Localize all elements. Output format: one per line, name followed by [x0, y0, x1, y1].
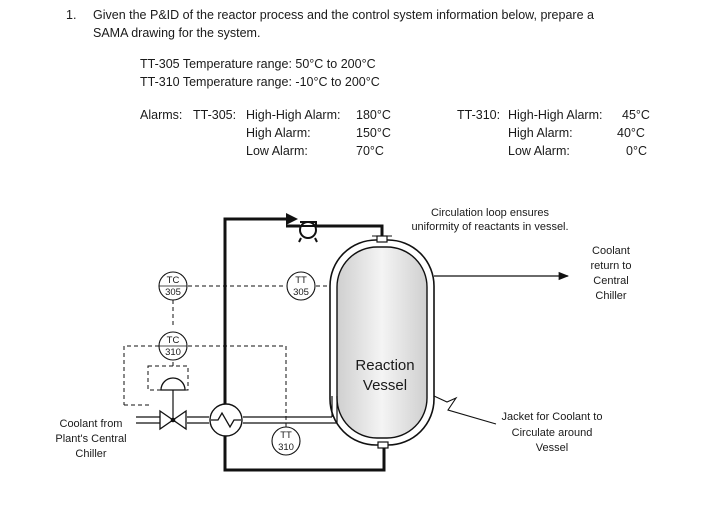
tt305-hh-value: 180°C	[356, 108, 391, 122]
heat-exchanger-icon	[209, 403, 243, 437]
jacket-pointer	[433, 395, 497, 425]
tt310-l-value: 0°C	[626, 144, 647, 158]
jacket-note-line1: Jacket for Coolant to	[502, 411, 603, 423]
tc-305-bubble: TC 305	[158, 271, 188, 301]
tt305-l-value: 70°C	[356, 144, 384, 158]
jacket-note-line2: Circulate around	[512, 427, 593, 439]
coolant-return-line3: Central	[593, 275, 628, 287]
tt-305-bubble: TT 305	[286, 271, 316, 301]
reaction-vessel	[329, 235, 435, 449]
svg-text:310: 310	[278, 442, 294, 453]
problem-statement-line2: SAMA drawing for the system.	[93, 26, 261, 40]
coolant-from-line2: Plant's Central	[55, 433, 126, 445]
control-valve-icon	[159, 377, 187, 431]
svg-text:310: 310	[165, 347, 181, 358]
tt305-l-label: Low Alarm:	[246, 144, 308, 158]
svg-text:TT: TT	[295, 275, 307, 286]
alarms-prefix: Alarms:	[140, 108, 183, 122]
coolant-from-line1: Coolant from	[60, 418, 123, 430]
svg-text:TT: TT	[280, 430, 292, 441]
tt305-hh-label: High-High Alarm:	[246, 108, 341, 122]
jacket-note-line3: Vessel	[536, 442, 568, 454]
svg-text:305: 305	[293, 287, 309, 298]
circulation-flow-arrow	[286, 213, 298, 225]
actuator-signal-box	[147, 362, 189, 391]
tt305-range: TT-305 Temperature range: 50°C to 200°C	[140, 57, 376, 71]
pump-icon	[298, 221, 318, 243]
coolant-from-line3: Chiller	[75, 448, 107, 460]
coolant-return-line1: Coolant	[592, 245, 630, 257]
tt310-hh-label: High-High Alarm:	[508, 108, 603, 122]
tt305-h-label: High Alarm:	[246, 126, 311, 140]
tt310-alarm-tag: TT-310:	[457, 108, 501, 122]
coolant-supply-line	[136, 396, 338, 424]
tt-310-bubble: TT 310	[271, 426, 301, 456]
vessel-label-line2: Vessel	[363, 377, 407, 394]
svg-text:TC: TC	[167, 335, 180, 346]
tt305-alarm-tag: TT-305:	[193, 108, 237, 122]
tt310-l-label: Low Alarm:	[508, 144, 570, 158]
coolant-return-line4: Chiller	[595, 290, 627, 302]
tt310-h-value: 40°C	[617, 126, 645, 140]
vessel-label-line1: Reaction	[355, 357, 414, 374]
svg-text:305: 305	[165, 287, 181, 298]
coolant-return-line2: return to	[591, 260, 632, 272]
circulation-note-line1: Circulation loop ensures	[431, 207, 550, 219]
tt305-h-value: 150°C	[356, 126, 391, 140]
circulation-note-line2: uniformity of reactants in vessel.	[411, 221, 568, 233]
signal-lines	[123, 285, 330, 427]
problem-number: 1.	[66, 8, 77, 22]
tt310-hh-value: 45°C	[622, 108, 650, 122]
tt310-range: TT-310 Temperature range: -10°C to 200°C	[140, 75, 380, 89]
tt310-h-label: High Alarm:	[508, 126, 573, 140]
tc-310-bubble: TC 310	[158, 331, 188, 361]
problem-statement-line1: Given the P&ID of the reactor process an…	[93, 8, 594, 22]
svg-text:TC: TC	[167, 275, 180, 286]
